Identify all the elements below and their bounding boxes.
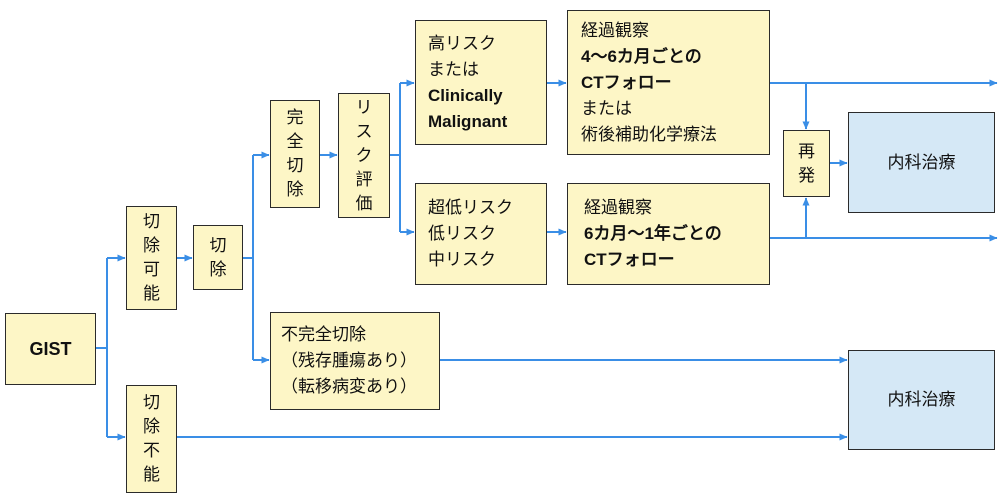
node-unresectable: 切除不能: [126, 385, 177, 493]
node-complete-resection: 完全切除: [270, 100, 320, 208]
followup-high-line: または: [581, 98, 632, 118]
node-medical-therapy-upper: 内科治療: [848, 112, 995, 213]
high-risk-line: 高リスク: [428, 33, 496, 53]
high-risk-line: Clinically: [428, 85, 503, 105]
node-low-risk: 超低リスク 低リスク 中リスク: [415, 183, 547, 285]
incomplete-resection-line: （転移病変あり）: [281, 377, 417, 396]
node-high-risk: 高リスク または Clinically Malignant: [415, 20, 547, 145]
node-followup-high: 経過観察 4～6カ月ごとの CTフォロー または 術後補助化学療法: [567, 10, 770, 155]
unresectable-label: 切除不能: [142, 393, 160, 484]
low-risk-line: 低リスク: [428, 224, 496, 243]
node-resectable: 切除可能: [126, 206, 177, 310]
node-incomplete-resection: 不完全切除 （残存腫瘍あり） （転移病変あり）: [270, 312, 440, 410]
resection-label: 切除: [209, 235, 227, 279]
node-risk-assessment: リスク評価: [338, 93, 390, 218]
followup-low-line: 6カ月～1年ごとの: [584, 224, 722, 243]
incomplete-resection-line: （残存腫瘍あり）: [281, 351, 417, 370]
medical-therapy-label: 内科治療: [887, 152, 956, 172]
medical-therapy-label: 内科治療: [887, 390, 956, 409]
followup-high-line: 術後補助化学療法: [581, 124, 717, 144]
incomplete-resection-line: 不完全切除: [281, 325, 366, 344]
node-resection: 切除: [193, 225, 243, 290]
high-risk-line: または: [428, 59, 479, 79]
risk-assessment-label: リスク評価: [355, 97, 373, 213]
followup-low-line: 経過観察: [584, 198, 652, 217]
high-risk-line: Malignant: [428, 111, 508, 131]
node-recurrence: 再発: [783, 130, 830, 197]
followup-high-line: 4～6カ月ごとの: [581, 46, 702, 66]
followup-high-line: CTフォロー: [581, 72, 672, 92]
node-gist: GIST: [5, 313, 96, 385]
node-followup-low: 経過観察 6カ月～1年ごとの CTフォロー: [567, 183, 770, 285]
low-risk-line: 超低リスク: [428, 198, 513, 217]
recurrence-label: 再発: [797, 141, 815, 185]
complete-resection-label: 完全切除: [286, 108, 304, 199]
gist-label: GIST: [29, 339, 72, 359]
resectable-label: 切除可能: [142, 212, 160, 303]
followup-high-line: 経過観察: [581, 20, 649, 40]
low-risk-line: 中リスク: [428, 250, 496, 269]
followup-low-line: CTフォロー: [584, 250, 675, 269]
node-medical-therapy-lower: 内科治療: [848, 350, 995, 450]
